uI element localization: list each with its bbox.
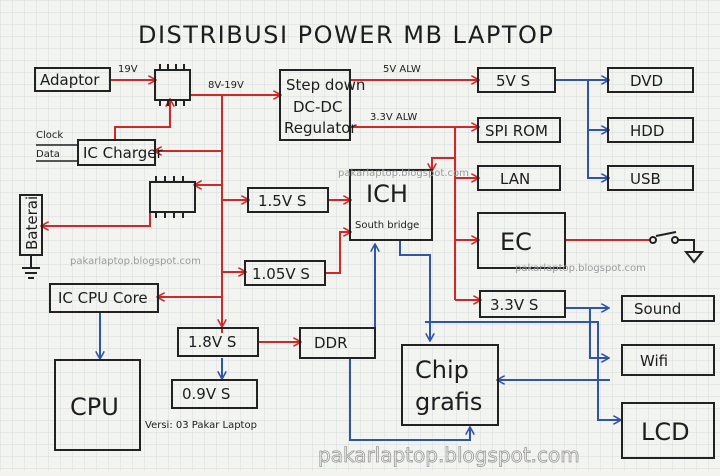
- wifi-box: Wifi: [621, 344, 715, 376]
- usb-box: USB: [607, 165, 694, 191]
- line-to-lcd: [425, 321, 620, 420]
- 1v8-s-label: 1.8V S: [188, 333, 236, 351]
- wifi-label: Wifi: [640, 352, 668, 370]
- adaptor-box: Adaptor: [34, 67, 111, 92]
- dvd-label: DVD: [630, 72, 663, 90]
- lcd-label: LCD: [641, 418, 690, 446]
- step-down-box: Step down DC-DC Regulator: [279, 69, 365, 141]
- ic-cpu-core-box: IC CPU Core: [49, 283, 159, 313]
- label-data: Data: [36, 149, 60, 160]
- 5v-s-label: 5V S: [496, 72, 530, 90]
- step-down-label-1: Step down: [286, 76, 365, 94]
- 5v-s-box: 5V S: [477, 67, 556, 93]
- lan-box: LAN: [477, 165, 561, 191]
- label-5v-alw: 5V ALW: [383, 64, 421, 75]
- ich-box: ICH South bridge: [349, 169, 433, 241]
- 1v5-s-box: 1.5V S: [247, 187, 329, 213]
- line-3v3-to-wifi: [589, 308, 608, 358]
- spi-rom-label: SPI ROM: [485, 122, 548, 140]
- step-down-label-3: Regulator: [284, 119, 357, 137]
- watermark-bottom: pakarlaptop.blogspot.com: [318, 443, 580, 467]
- ic-charger-label: IC Charger: [83, 144, 163, 162]
- blocks: Adaptor IC Charger Baterai Step down DC-…: [19, 64, 715, 459]
- ddr-label: DDR: [314, 334, 348, 352]
- label-clock: Clock: [36, 130, 63, 141]
- watermark-top: pakarlaptop.blogspot.com: [338, 168, 469, 179]
- ic-charger-box: IC Charger: [77, 139, 163, 166]
- mosfet-chip-bottom: [149, 176, 196, 218]
- sound-label: Sound: [634, 300, 681, 318]
- 1v8-s-box: 1.8V S: [177, 327, 259, 357]
- cpu-box: CPU: [54, 359, 141, 451]
- label-8v-19v: 8V-19V: [208, 80, 244, 91]
- 1v05-s-box: 1.05V S: [244, 260, 326, 286]
- line-bus-to-ich: [432, 157, 455, 170]
- lcd-box: LCD: [621, 402, 715, 459]
- lan-label: LAN: [500, 170, 530, 188]
- line-to-baterai: [42, 210, 151, 226]
- line-1v05-to-ich: [325, 232, 350, 274]
- chip-grafis-label-1: Chip: [415, 356, 469, 384]
- 3v3-s-box: 3.3V S: [479, 290, 566, 318]
- clock-data-lines: [36, 144, 78, 162]
- power-switch-icon: [649, 231, 705, 264]
- signal-lines: [100, 80, 620, 441]
- watermarks: pakarlaptop.blogspot.com pakarlaptop.blo…: [70, 168, 646, 467]
- cpu-label: CPU: [70, 393, 119, 421]
- chip-grafis-label-2: grafis: [415, 388, 482, 416]
- ich-label: ICH: [366, 180, 408, 208]
- mosfet-chip-top: [154, 64, 191, 106]
- power-lines: [42, 80, 650, 342]
- hdd-label: HDD: [630, 122, 664, 140]
- label-19v: 19V: [118, 64, 138, 75]
- hdd-box: HDD: [607, 117, 694, 143]
- ddr-box: DDR: [299, 327, 376, 359]
- ic-cpu-core-label: IC CPU Core: [58, 289, 148, 307]
- 3v3-s-label: 3.3V S: [490, 296, 538, 314]
- adaptor-label: Adaptor: [40, 71, 100, 89]
- line-ich-to-chip: [399, 240, 430, 340]
- line-labels: 19V 8V-19V 5V ALW 3.3V ALW Clock Data Ve…: [36, 64, 421, 431]
- watermark-right: pakarlaptop.blogspot.com: [515, 263, 646, 274]
- ec-box: EC: [477, 212, 566, 269]
- dvd-box: DVD: [607, 67, 694, 93]
- ec-label: EC: [500, 228, 532, 256]
- step-down-label-2: DC-DC: [293, 98, 342, 116]
- chip-grafis-box: Chip grafis: [401, 344, 499, 426]
- 1v5-s-label: 1.5V S: [258, 192, 306, 210]
- watermark-left: pakarlaptop.blogspot.com: [70, 256, 201, 267]
- sound-box: Sound: [621, 295, 715, 322]
- 0v9-s-box: 0.9V S: [171, 379, 258, 409]
- label-3v3-alw: 3.3V ALW: [370, 112, 417, 123]
- 0v9-s-label: 0.9V S: [182, 385, 230, 403]
- baterai-box: Baterai: [19, 194, 43, 256]
- version-label: Versi: 03 Pakar Laptop: [145, 420, 257, 431]
- line-5v-to-usb: [587, 80, 608, 178]
- ground-symbol: [22, 255, 40, 279]
- ich-sublabel: South bridge: [355, 220, 419, 231]
- 1v05-s-label: 1.05V S: [252, 265, 310, 283]
- spi-rom-box: SPI ROM: [477, 117, 561, 143]
- baterai-label: Baterai: [23, 196, 41, 250]
- diagram-title: DISTRIBUSI POWER MB LAPTOP: [138, 21, 554, 49]
- line-charger-to-mosfet: [114, 100, 170, 140]
- usb-label: USB: [630, 170, 661, 188]
- line-ddr-to-chip: [349, 358, 470, 441]
